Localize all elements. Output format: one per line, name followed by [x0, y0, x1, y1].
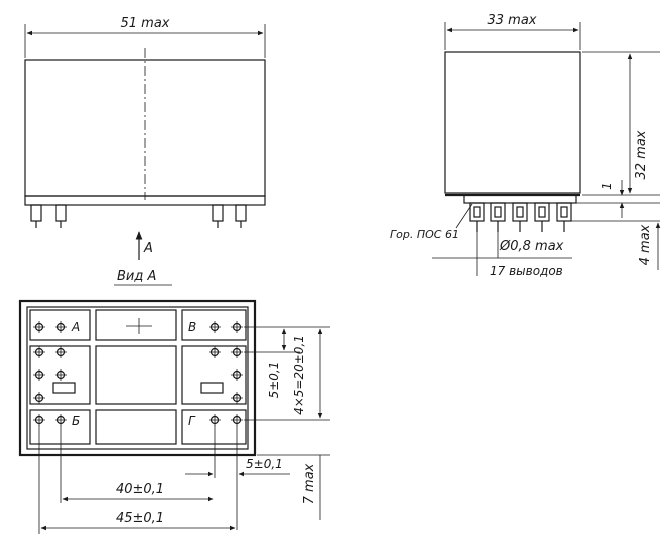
offset-label: 5±0,1	[246, 457, 283, 471]
pin-hole	[231, 392, 243, 404]
pin-hole	[33, 321, 45, 333]
side-base-plate	[463, 194, 577, 204]
solder-leader	[455, 203, 473, 229]
group-label-a: A	[71, 320, 80, 334]
terminal-hole	[560, 206, 568, 218]
view-arrow-label: A	[143, 241, 153, 256]
side-terminals	[469, 202, 572, 232]
pin	[212, 204, 224, 222]
pin-hole	[55, 346, 67, 358]
group-label-g: Г	[188, 414, 196, 428]
terminal-hole	[538, 206, 546, 218]
front-view: 51 max A	[24, 16, 266, 260]
pin-diameter-label: Ø0,8 max	[499, 239, 564, 254]
cell-right-middle	[181, 345, 247, 405]
cell-v	[181, 309, 247, 341]
cell-bottom-middle	[95, 409, 177, 445]
pin-hole	[231, 321, 243, 333]
cell-left-middle	[29, 345, 91, 405]
group-label-v: В	[188, 320, 196, 334]
pin-hole	[33, 346, 45, 358]
span-label: 4×5=20±0,1	[292, 335, 306, 415]
gap-label: 1	[600, 182, 614, 190]
side-body-outline	[444, 51, 581, 194]
pin-hole	[33, 369, 45, 381]
pin-hole	[209, 346, 221, 358]
cell-center	[95, 345, 177, 405]
terminal	[556, 202, 572, 222]
cell-a	[29, 309, 91, 341]
pin	[235, 204, 247, 222]
cell-g	[181, 409, 247, 445]
terminal	[534, 202, 550, 222]
side-height-label: 32 max	[634, 130, 649, 179]
inner-width-label: 40±0,1	[116, 482, 164, 497]
pin-hole	[231, 346, 243, 358]
terminal-hole	[494, 206, 502, 218]
pin	[30, 204, 42, 222]
pitch-label: 5±0,1	[267, 362, 281, 399]
pin-count-label: 17 выводов	[490, 264, 563, 278]
pin-hole	[231, 414, 243, 426]
side-view: 33 max 32 max 1 4 max Гор. ПОС 61 Ø0,8 m…	[390, 13, 661, 278]
bottom-pins	[33, 321, 243, 426]
marker-slot-left	[52, 382, 76, 394]
group-label-b: Б	[72, 414, 80, 428]
pin-hole	[55, 321, 67, 333]
cell-top-middle	[95, 309, 177, 341]
base-outer-frame	[18, 299, 257, 457]
bottom-view: Вид A A В Б Г	[18, 269, 330, 534]
front-width-label: 51 max	[121, 16, 170, 31]
marker-slot-right	[200, 382, 224, 394]
pin-hole	[231, 369, 243, 381]
pin-hole	[55, 414, 67, 426]
front-pins	[30, 204, 247, 228]
terminal-hole	[516, 206, 524, 218]
pin-hole	[55, 369, 67, 381]
pin-hole	[33, 392, 45, 404]
solder-label: Гор. ПОС 61	[390, 228, 459, 241]
view-title: Вид A	[117, 269, 156, 284]
pin-hole	[209, 321, 221, 333]
terminal	[469, 202, 485, 222]
terminal	[512, 202, 528, 222]
pin	[55, 204, 67, 222]
pin-length-label: 4 max	[638, 224, 653, 265]
side-width-label: 33 max	[488, 13, 537, 28]
front-base-plate	[24, 195, 266, 206]
cell-b	[29, 409, 91, 445]
terminal	[490, 202, 506, 222]
outer-width-label: 45±0,1	[116, 511, 164, 526]
base-inner-frame	[26, 306, 249, 450]
overhang-label: 7 max	[302, 463, 317, 504]
terminal-hole	[473, 206, 481, 218]
pin-hole	[209, 414, 221, 426]
pin-hole	[33, 414, 45, 426]
